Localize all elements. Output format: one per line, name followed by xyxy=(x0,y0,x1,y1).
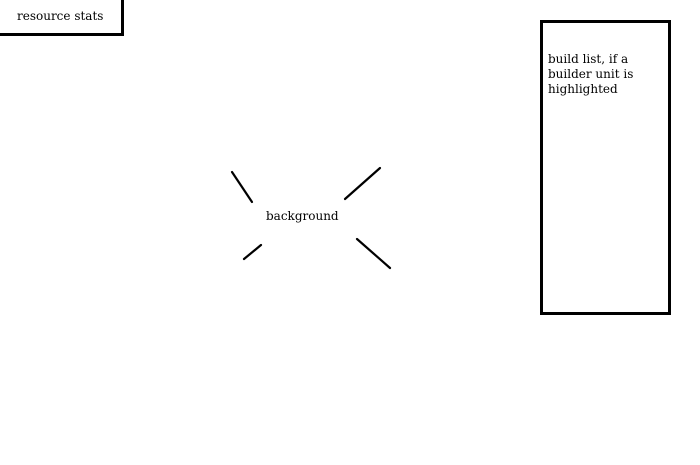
build-list-label: build list, if a builder unit is highlig… xyxy=(548,52,634,96)
pointer-line-top-right xyxy=(343,166,382,201)
build-list-panel: build list, if a builder unit is highlig… xyxy=(540,20,671,315)
background-label: background xyxy=(266,209,339,223)
pointer-line-bottom-left xyxy=(242,243,263,261)
pointer-line-top-left xyxy=(230,170,254,204)
resource-stats-label: resource stats xyxy=(17,9,104,23)
pointer-line-bottom-right xyxy=(355,237,392,270)
resource-stats-panel: resource stats xyxy=(0,0,124,36)
